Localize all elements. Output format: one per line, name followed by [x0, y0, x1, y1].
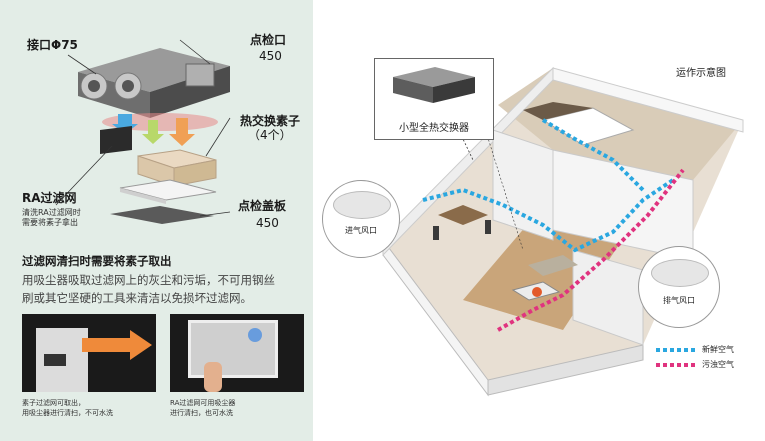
ra-filter-note-2: 需要将素子拿出	[22, 218, 78, 227]
diagram-title: 运作示意图	[676, 68, 726, 79]
intake-vent-icon	[333, 191, 391, 219]
ra-filter-title: RA过滤网	[22, 191, 77, 205]
exhaust-vent-label: 排气风口	[663, 296, 695, 305]
product-info-panel: 接口Φ75 点检口 450 热交换素子 （4个） RA过滤网 清洗RA过滤网时 …	[0, 0, 313, 441]
legend-item-exhaust: 污浊空气	[656, 359, 734, 370]
unit-thumbnail-icon	[393, 67, 475, 103]
cleaning-body-line-1: 用吸尘器吸取过滤网上的灰尘和污垢，不可用钢丝	[22, 273, 275, 287]
heat-exchanger-count: （4个）	[248, 128, 292, 142]
heat-exchanger-title: 热交换素子	[240, 114, 301, 128]
inspection-cover-title: 点检盖板	[238, 199, 287, 213]
exhaust-vent-callout: 排气风口	[638, 246, 720, 328]
unit-callout-label: 小型全热交换器	[399, 123, 469, 134]
photo1-caption-line-2: 用吸尘器进行清扫，不可水洗	[22, 409, 113, 417]
photo2-caption-line-1: RA过滤网可用吸尘器	[170, 399, 236, 407]
inspection-port-title: 点检口	[250, 33, 287, 47]
ra-filter-note-1: 清洗RA过滤网时	[22, 208, 81, 217]
ra-filter-photo	[170, 314, 304, 392]
exhaust-air-swatch-icon	[656, 362, 696, 367]
cleaning-heading: 过滤网清扫时需要将素子取出	[22, 254, 172, 268]
cleaning-body-line-2: 刷或其它坚硬的工具来清洁以免损坏过滤网。	[22, 291, 252, 305]
legend-item-fresh: 新鲜空气	[656, 344, 734, 355]
photo1-caption-line-1: 素子过滤网可取出，	[22, 399, 85, 407]
fresh-air-swatch-icon	[656, 347, 696, 352]
intake-vent-label: 进气风口	[345, 226, 377, 235]
inspection-cover-value: 450	[256, 216, 279, 230]
exhaust-vent-icon	[651, 259, 709, 287]
inspection-port-value: 450	[259, 49, 282, 63]
exploded-unit-illustration	[55, 39, 231, 224]
intake-vent-callout: 进气风口	[322, 180, 400, 258]
photo2-caption-line-2: 进行清扫，也可水洗	[170, 409, 233, 417]
legend-label-fresh: 新鲜空气	[702, 345, 734, 354]
port-label: 接口Φ75	[27, 38, 78, 52]
legend-label-exhaust: 污浊空气	[702, 360, 734, 369]
legend: 新鲜空气 污浊空气	[656, 344, 734, 370]
element-filter-photo	[22, 314, 156, 392]
unit-callout-box: 小型全热交换器	[374, 58, 494, 140]
